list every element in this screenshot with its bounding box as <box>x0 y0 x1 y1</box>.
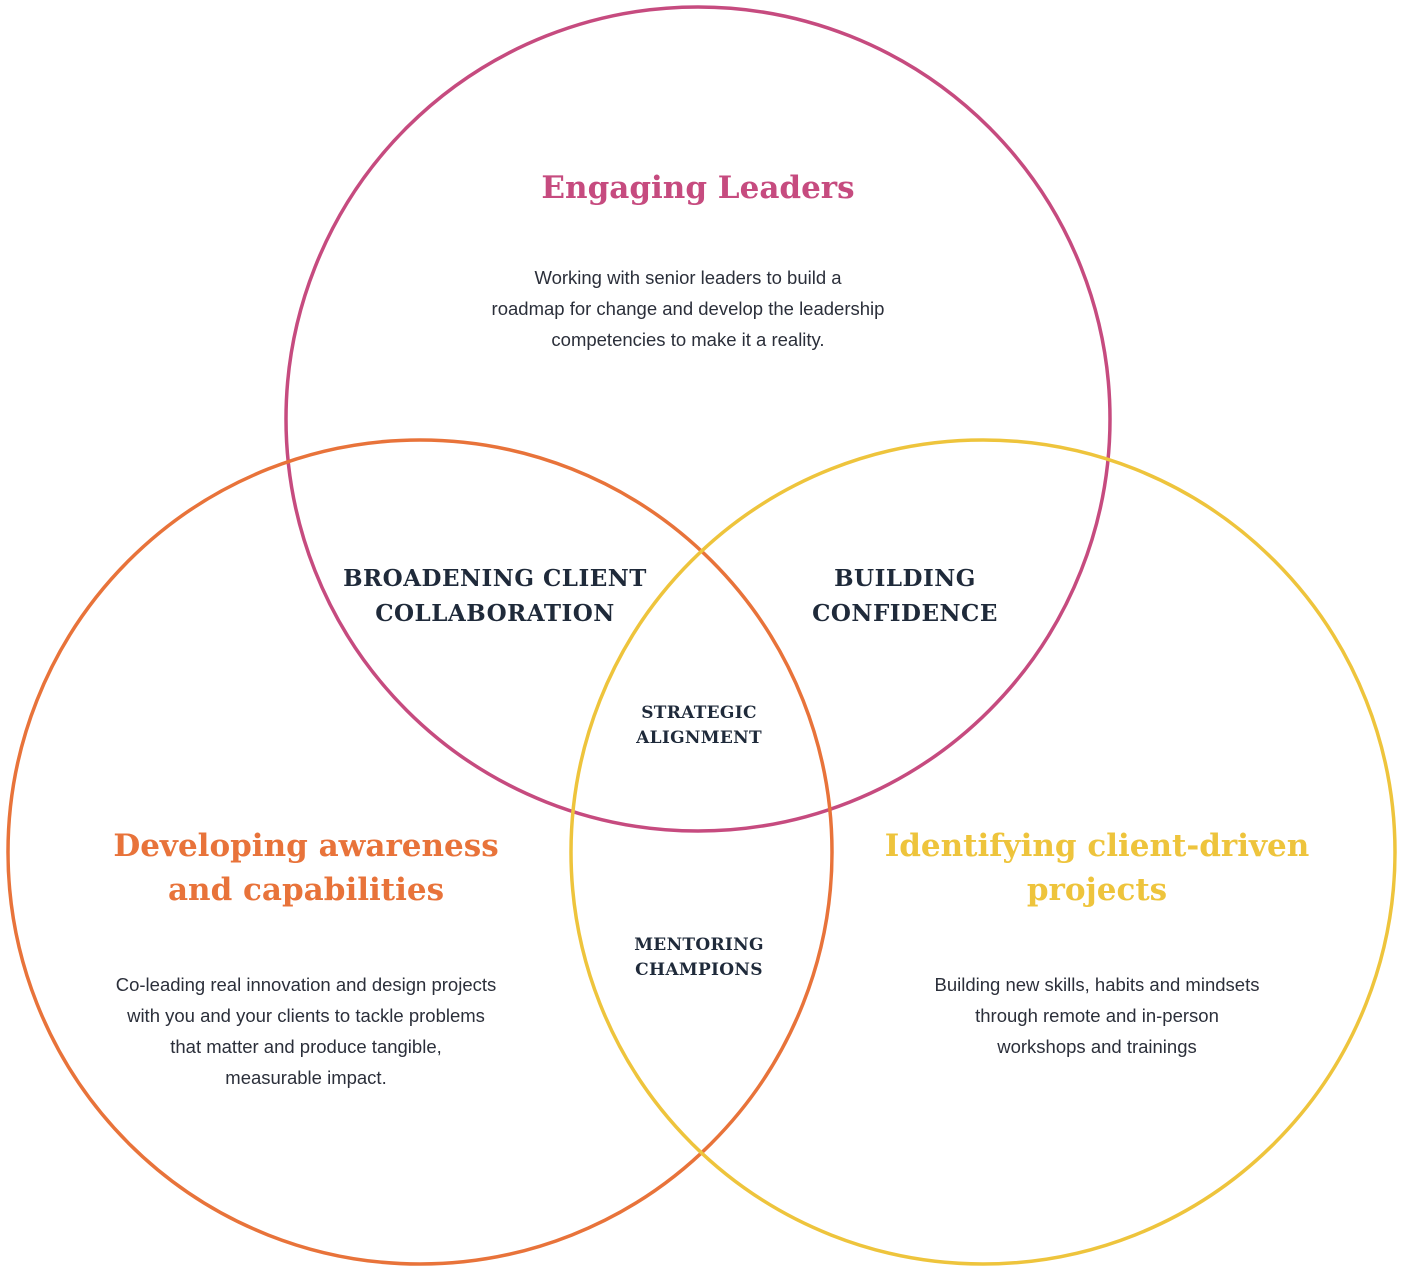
description-line: competencies to make it a reality. <box>551 329 825 350</box>
description-line: through remote and in-person <box>975 1005 1219 1026</box>
engaging-leaders-title-text: Engaging Leaders <box>541 170 855 206</box>
overlap-line: ALIGNMENT <box>636 728 762 748</box>
description-line: with you and your clients to tackle prob… <box>127 1005 485 1026</box>
circle-identifying-projects <box>569 438 1397 1266</box>
engaging-leaders-title: Engaging Leaders <box>448 166 948 210</box>
description-line: workshops and trainings <box>997 1036 1197 1057</box>
title-line: and capabilities <box>167 872 445 908</box>
overlap-line: MENTORING <box>634 935 764 955</box>
overlap-line: BUILDING <box>834 565 976 592</box>
description-line: Working with senior leaders to build a <box>534 267 842 288</box>
overlap-strategic-alignment: STRATEGIC ALIGNMENT <box>599 701 799 751</box>
description-line: Building new skills, habits and mindsets <box>934 974 1260 995</box>
title-line: Developing awareness <box>113 828 499 864</box>
overlap-broadening-client-collaboration: BROADENING CLIENT COLLABORATION <box>315 561 675 631</box>
developing-awareness-title: Developing awareness and capabilities <box>56 824 556 912</box>
description-line: that matter and produce tangible, <box>170 1036 442 1057</box>
description-line: roadmap for change and develop the leade… <box>491 298 885 319</box>
overlap-line: CONFIDENCE <box>812 600 998 627</box>
circle-developing-awareness <box>6 438 834 1266</box>
overlap-building-confidence: BUILDING CONFIDENCE <box>755 561 1055 631</box>
engaging-leaders-description: Working with senior leaders to build a r… <box>438 262 938 355</box>
identifying-projects-title: Identifying client-driven projects <box>847 824 1347 912</box>
description-line: Co-leading real innovation and design pr… <box>115 974 497 995</box>
developing-awareness-description: Co-leading real innovation and design pr… <box>46 969 566 1093</box>
overlap-line: COLLABORATION <box>375 600 615 627</box>
circle-engaging-leaders <box>284 5 1112 833</box>
overlap-line: CHAMPIONS <box>635 960 763 980</box>
identifying-projects-description: Building new skills, habits and mindsets… <box>847 969 1347 1062</box>
title-line: projects <box>1026 872 1168 908</box>
overlap-mentoring-champions: MENTORING CHAMPIONS <box>599 933 799 983</box>
overlap-line: STRATEGIC <box>641 703 757 723</box>
title-line: Identifying client-driven <box>884 828 1310 864</box>
description-line: measurable impact. <box>225 1067 387 1088</box>
overlap-line: BROADENING CLIENT <box>343 565 647 592</box>
